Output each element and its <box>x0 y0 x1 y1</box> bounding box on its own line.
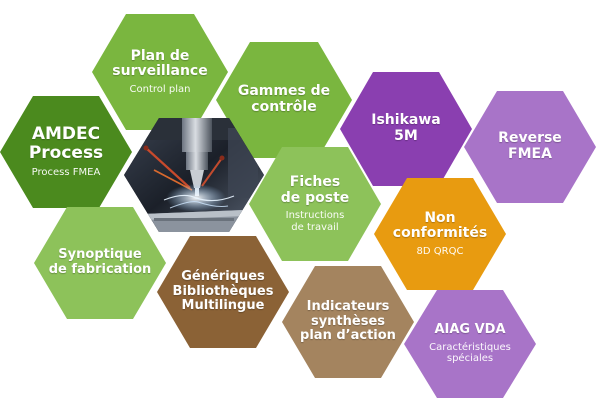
hex-reverse-fmea: Reverse FMEA <box>464 91 596 203</box>
hex-title: Indicateurs synthèses plan d’action <box>300 299 396 344</box>
hex-title: Ishikawa 5M <box>371 112 441 144</box>
hex-title: Synoptique de fabrication <box>48 247 152 277</box>
hex-subtitle: 8D QRQC <box>416 245 464 257</box>
hex-fiches-de-poste: Fiches de poste Instructions de travail <box>249 147 381 261</box>
hex-non-conformites: Non conformités 8D QRQC <box>374 178 506 290</box>
hex-title: Gammes de contrôle <box>237 83 331 115</box>
hex-title: Reverse FMEA <box>498 130 562 162</box>
hex-synoptique-de-fabrication: Synoptique de fabrication <box>34 207 166 319</box>
hex-title: Fiches de poste <box>280 173 350 206</box>
hex-subtitle: Instructions de travail <box>285 210 345 233</box>
hex-generiques-bibliotheques: Génériques Bibliothèques Multilingue <box>157 236 289 348</box>
hex-ishikawa: Ishikawa 5M <box>340 72 472 186</box>
hex-subtitle: Caractéristiques spéciales <box>429 341 511 365</box>
hex-subtitle: Control plan <box>129 83 191 95</box>
hex-aiag-vda: AIAG VDA Caractéristiques spéciales <box>404 290 536 398</box>
hex-title: Plan de surveillance <box>112 47 208 80</box>
hex-title: Génériques Bibliothèques Multilingue <box>172 269 274 314</box>
hex-title: Non conformités <box>392 209 488 242</box>
hex-title: AIAG VDA <box>434 322 506 338</box>
hex-plan-de-surveillance: Plan de surveillance Control plan <box>92 14 228 130</box>
hex-title: AMDEC Process <box>28 124 104 164</box>
hex-subtitle: Process FMEA <box>31 167 101 179</box>
hex-indicateurs-syntheses: Indicateurs synthèses plan d’action <box>282 266 414 378</box>
hex-amdec-process: AMDEC Process Process FMEA <box>0 96 132 208</box>
